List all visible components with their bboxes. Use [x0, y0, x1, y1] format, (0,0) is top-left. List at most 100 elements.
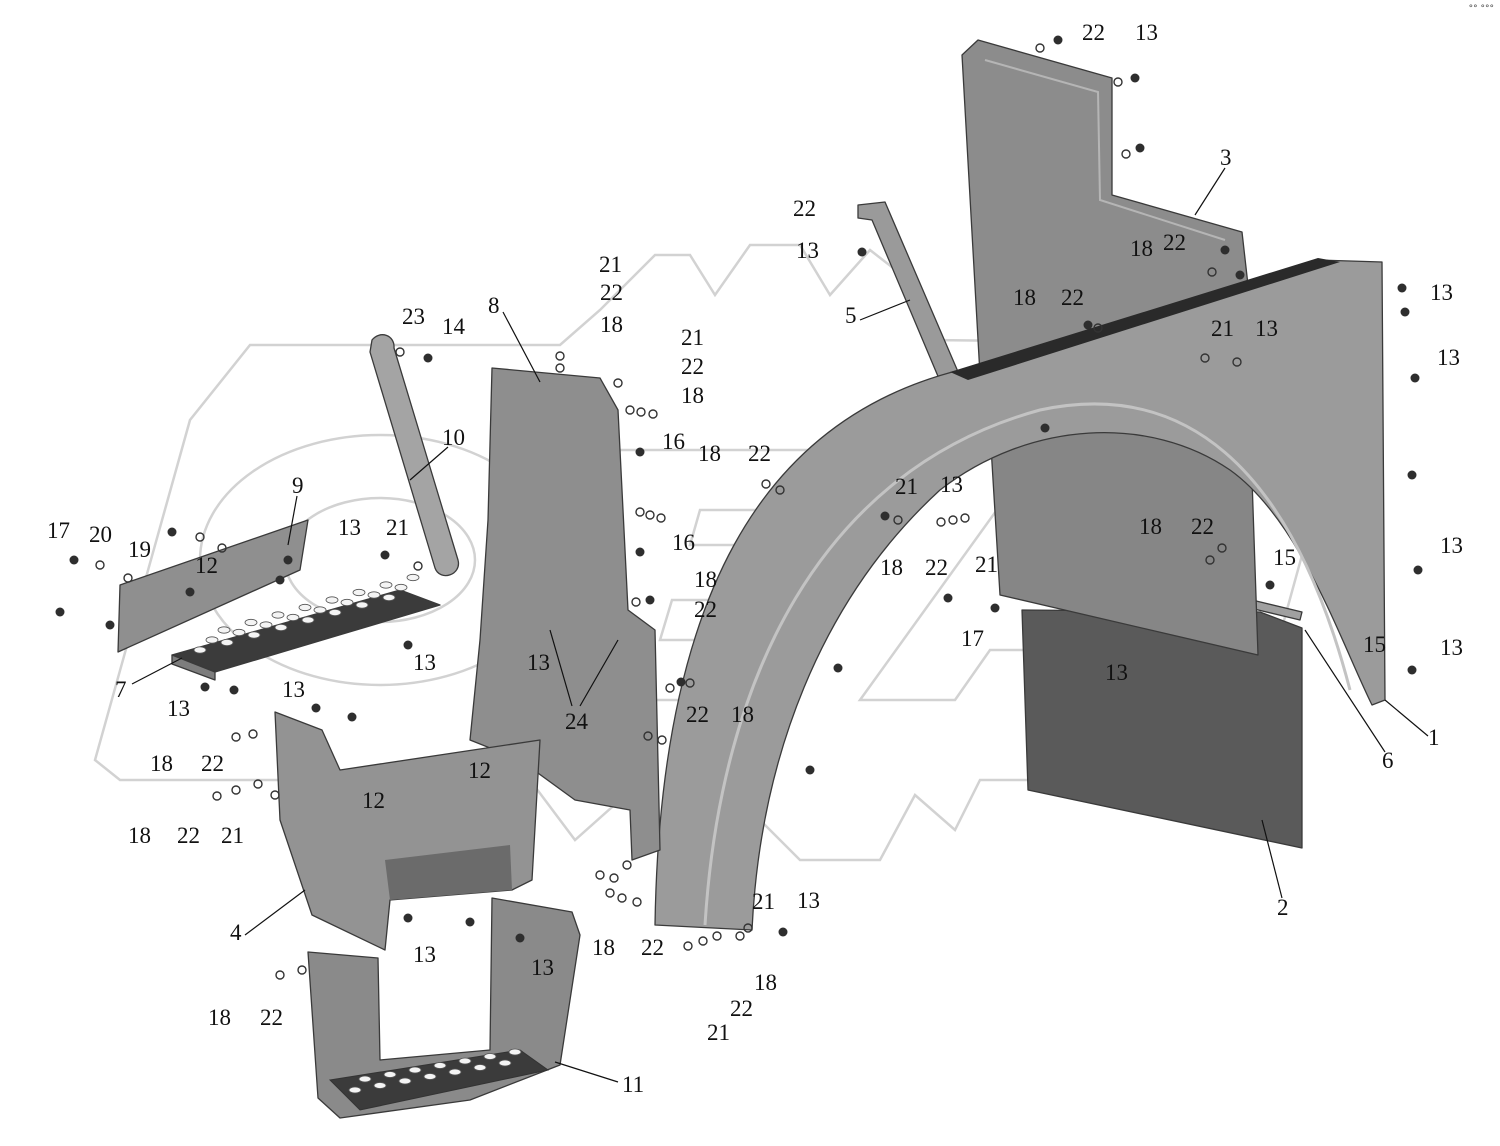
leader-c2 — [1261, 819, 1283, 899]
rear-fender-arch-rib — [703, 402, 1352, 926]
tread-hole — [220, 638, 234, 647]
bolt-icon — [778, 927, 788, 937]
washer-icon — [625, 405, 635, 415]
step-top-plate — [117, 519, 309, 653]
callout-18j: 18 — [150, 751, 173, 776]
washer-icon — [698, 936, 708, 946]
callout-22f: 22 — [681, 354, 704, 379]
leader-lines — [131, 167, 1429, 1083]
bolt-icon — [1407, 665, 1417, 675]
tread-hole — [301, 616, 315, 624]
rear-upper-panel — [961, 39, 1249, 376]
washer-icon — [1207, 267, 1217, 277]
bolt-icon — [635, 547, 645, 557]
washer-icon — [595, 870, 605, 880]
callout-15a: 15 — [1273, 545, 1296, 570]
bolt-icon — [347, 712, 357, 722]
tread-hole — [373, 1082, 387, 1089]
callout-22b: 22 — [793, 196, 816, 221]
tread-hole — [205, 636, 219, 644]
leader-c9 — [287, 495, 298, 546]
bolt-icon — [1130, 73, 1140, 83]
washer-icon — [712, 931, 722, 941]
callout-20: 20 — [89, 522, 112, 547]
washer-icon — [1217, 543, 1227, 553]
tread-hole — [244, 618, 258, 627]
bolt-icon — [1053, 35, 1063, 45]
bolt-icon — [990, 603, 1000, 613]
callout-13p: 13 — [1440, 635, 1463, 660]
fasteners — [55, 35, 1423, 980]
callout-6: 6 — [1382, 748, 1394, 773]
tread-hole — [367, 591, 381, 599]
callout-18m: 18 — [754, 970, 777, 995]
callout-22d: 22 — [600, 280, 623, 305]
tread-hole — [286, 613, 300, 622]
washer-icon — [609, 873, 619, 883]
leader-c3 — [1194, 167, 1226, 216]
rear-fender-shell — [654, 259, 1386, 931]
washer-icon — [636, 407, 646, 417]
tread-hole — [271, 611, 285, 619]
washer-icon — [1113, 77, 1123, 87]
callout-18f: 18 — [1139, 514, 1162, 539]
callout-22n: 22 — [641, 935, 664, 960]
callout-10: 10 — [442, 425, 465, 450]
washer-icon — [605, 888, 615, 898]
washer-icon — [617, 893, 627, 903]
callout-18i: 18 — [731, 702, 754, 727]
callout-22a: 22 — [1082, 20, 1105, 45]
tread-hole — [483, 1053, 497, 1060]
callout-23: 23 — [402, 304, 425, 329]
washer-icon — [195, 532, 205, 542]
washer-icon — [555, 363, 565, 373]
callout-8: 8 — [488, 293, 500, 318]
callout-21d: 21 — [895, 474, 918, 499]
washer-icon — [632, 897, 642, 907]
callout-22p: 22 — [260, 1005, 283, 1030]
callout-13l: 13 — [167, 696, 190, 721]
tread-hole — [433, 1062, 447, 1069]
washer-icon — [685, 678, 695, 688]
tread-hole — [394, 583, 408, 592]
callout-18a: 18 — [1130, 236, 1153, 261]
bolt-icon — [833, 663, 843, 673]
washer-icon — [622, 860, 632, 870]
tread-hole — [193, 646, 207, 654]
callout-18k: 18 — [128, 823, 151, 848]
support-link-bar — [369, 334, 460, 577]
callout-13j: 13 — [527, 650, 550, 675]
tread-hole — [274, 623, 288, 632]
leader-c8 — [502, 311, 541, 383]
callout-13b: 13 — [796, 238, 819, 263]
washer-icon — [735, 931, 745, 941]
washer-icon — [635, 507, 645, 517]
bolt-icon — [805, 765, 815, 775]
tread-hole — [217, 626, 231, 634]
bolt-icon — [515, 933, 525, 943]
leader-c1 — [1384, 699, 1429, 737]
bolt-icon — [167, 527, 177, 537]
washer-icon — [1121, 149, 1131, 159]
bolt-icon — [185, 587, 195, 597]
bolt-icon — [229, 685, 239, 695]
washer-icon — [631, 597, 641, 607]
callout-14: 14 — [442, 314, 466, 339]
rear-upper-panel-face — [961, 39, 1249, 376]
callout-18n: 18 — [208, 1005, 231, 1030]
tread-hole — [379, 581, 393, 589]
callout-13f: 13 — [940, 472, 963, 497]
callout-3: 3 — [1220, 145, 1232, 170]
callout-13h: 13 — [338, 515, 361, 540]
bolt-icon — [1410, 373, 1420, 383]
washer-icon — [1035, 43, 1045, 53]
washer-icon — [683, 941, 693, 951]
tread-hole — [340, 598, 354, 607]
tread-hole — [355, 601, 369, 609]
tread-hole — [259, 621, 273, 629]
washer-icon — [893, 515, 903, 525]
bolt-icon — [275, 575, 285, 585]
washer-icon — [613, 378, 623, 388]
callout-17a: 17 — [47, 518, 70, 543]
